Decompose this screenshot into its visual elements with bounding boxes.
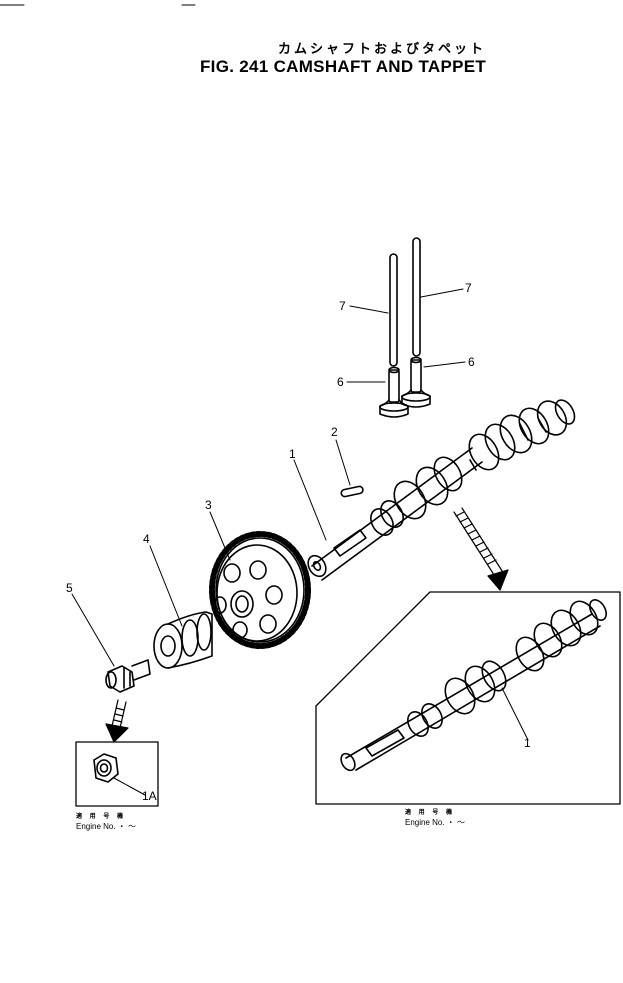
tappet-left [379, 366, 409, 418]
footnote-right-en: Engine No. ・ ～ [405, 818, 466, 827]
callout-3: 3 [205, 498, 212, 512]
cam-gear [209, 531, 311, 649]
tappet-right [401, 356, 431, 408]
title-japanese: カムシャフトおよびタペット [278, 42, 487, 57]
footnote-left: 適 用 号 機 Engine No. ・ ～ [76, 812, 136, 832]
title-english: FIG. 241 CAMSHAFT AND TAPPET [200, 57, 487, 76]
push-rod-left [389, 253, 398, 367]
footnote-right: 適 用 号 機 Engine No. ・ ～ [405, 808, 465, 828]
leader-lines [71, 288, 529, 796]
detail-box-left [75, 741, 159, 807]
callout-7-right: 7 [465, 281, 472, 295]
footnote-right-jp: 適 用 号 機 [405, 810, 456, 816]
callout-1a: 1A [142, 789, 157, 803]
callout-6-left: 6 [337, 375, 344, 389]
push-rod-right [412, 237, 421, 357]
detail-arrow-left [105, 699, 129, 743]
camshaft-main [307, 399, 576, 581]
key [340, 485, 364, 498]
detail-box-right [315, 591, 621, 805]
footnote-left-en: Engine No. ・ ～ [76, 822, 137, 831]
detail-arrow-right [453, 507, 509, 591]
thrust-collar [153, 611, 213, 669]
callout-1-detail: 1 [524, 736, 531, 750]
camshaft-detail [340, 599, 607, 772]
callout-7-left: 7 [339, 299, 346, 313]
callout-1: 1 [289, 447, 296, 461]
callout-4: 4 [143, 532, 150, 546]
footnote-left-jp: 適 用 号 機 [76, 814, 127, 820]
callout-6-right: 6 [468, 355, 475, 369]
callout-2: 2 [331, 425, 338, 439]
bolt [105, 659, 151, 693]
callout-5: 5 [66, 581, 73, 595]
